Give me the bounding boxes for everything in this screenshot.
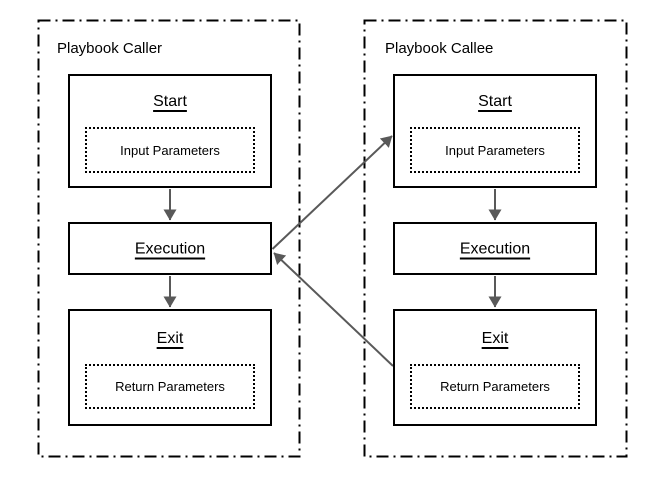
caller-start-node: Start Input Parameters [68,74,272,188]
caller-group-title: Playbook Caller [57,40,163,57]
caller-start-label: Start [153,93,187,110]
caller-execution-label: Execution [134,240,206,257]
caller-input-parameters-box: Input Parameters [85,127,255,173]
callee-execution-label: Execution [459,240,531,257]
callee-start-label: Start [478,93,512,110]
callee-exit-label: Exit [481,330,509,347]
caller-exit-label: Exit [156,330,184,347]
callee-execution-node: Execution [393,222,597,275]
caller-input-parameters-label: Input Parameters [120,142,220,158]
caller-return-parameters-label: Return Parameters [115,379,225,394]
callee-return-parameters-label: Return Parameters [440,379,550,394]
caller-return-parameters-box: Return Parameters [85,364,255,409]
caller-exit-node: Exit Return Parameters [68,309,272,426]
arrow-caller-execution-to-callee-start [271,135,393,250]
caller-execution-node: Execution [68,222,272,275]
callee-exit-node: Exit Return Parameters [393,309,597,426]
callee-input-parameters-box: Input Parameters [410,127,580,173]
callee-start-node: Start Input Parameters [393,74,597,188]
callee-return-parameters-box: Return Parameters [410,364,580,409]
caller-group-border [37,19,301,458]
callee-input-parameters-label: Input Parameters [445,142,545,158]
callee-group-title: Playbook Callee [385,40,494,57]
arrow-callee-exit-to-caller-execution [273,252,394,367]
callee-group-border [363,19,628,458]
